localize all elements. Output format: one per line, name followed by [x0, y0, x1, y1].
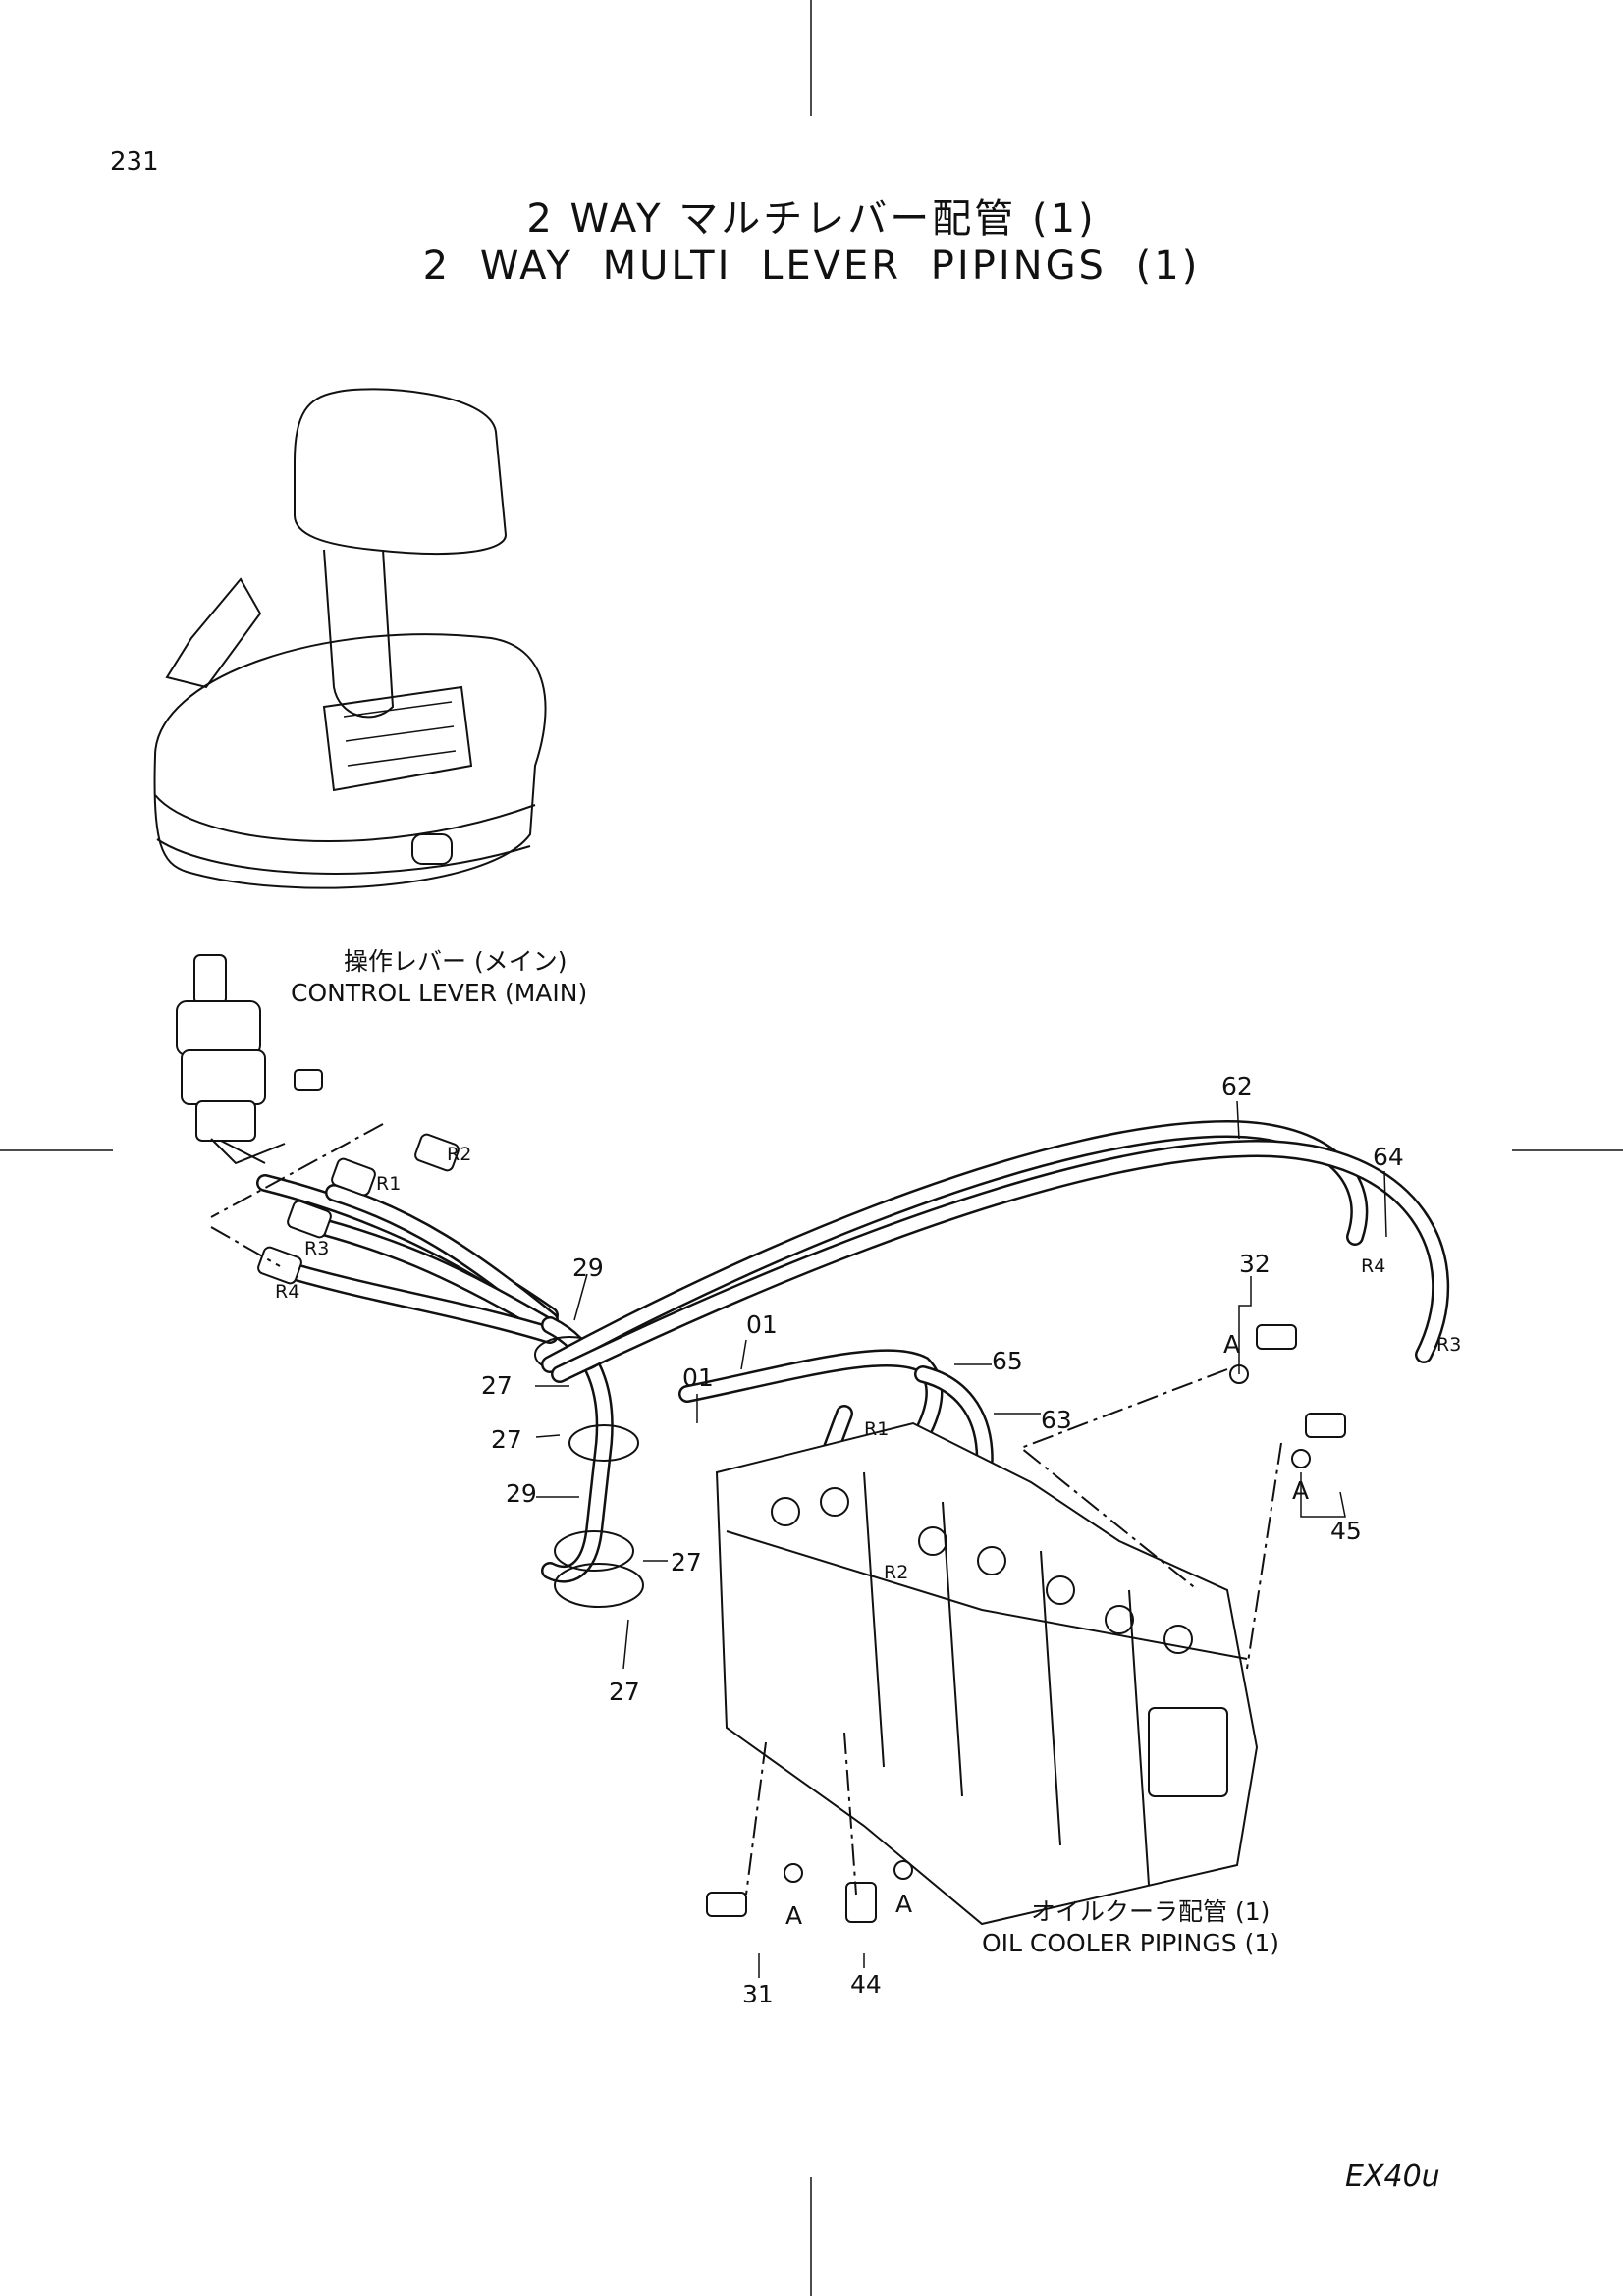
- control-lever-label-jp: 操作レバー (メイン): [344, 947, 567, 976]
- control-lever-label-en: CONTROL LEVER (MAIN): [291, 979, 587, 1007]
- oil-cooler-label-jp: オイルクーラ配管 (1): [1031, 1897, 1270, 1926]
- callout-32: 32: [1239, 1250, 1271, 1278]
- callout-31: 31: [742, 1980, 774, 2008]
- control-valve-block: [715, 1421, 1259, 1926]
- callout-27-a: 27: [481, 1371, 513, 1400]
- port-r4-hose: R4: [1361, 1255, 1385, 1277]
- callouts: 62 64 32 65 63 01 01 29 29 27 27 27 27 4…: [481, 1072, 1404, 2008]
- callout-27-b: 27: [491, 1425, 522, 1454]
- callout-45: 45: [1330, 1517, 1362, 1545]
- detail-a-32: A: [1223, 1330, 1240, 1359]
- reference-lines: [210, 1123, 1282, 1896]
- title-japanese: 2 WAY マルチレバー配管 (1): [526, 196, 1097, 241]
- control-lever-illustration: [176, 954, 323, 1165]
- callout-01-upper: 01: [746, 1310, 778, 1339]
- callout-27-d: 27: [609, 1678, 640, 1706]
- hose-bundle: [256, 1133, 644, 1608]
- callout-29-lower: 29: [506, 1479, 537, 1508]
- port-r1-valve: R1: [864, 1418, 889, 1440]
- callout-01-lower: 01: [682, 1363, 714, 1392]
- port-r2-valve: R2: [884, 1562, 908, 1583]
- model-code: EX40u: [1345, 2160, 1440, 2194]
- callout-65: 65: [992, 1347, 1023, 1375]
- callout-64: 64: [1373, 1143, 1404, 1171]
- port-labels: R2 R1 R3 R4 R4 R3 R1 R2 A A A A: [275, 1144, 1461, 1930]
- page-number: 231: [110, 147, 159, 177]
- callout-62: 62: [1221, 1072, 1253, 1100]
- callout-44: 44: [850, 1970, 882, 1999]
- detail-a-44: A: [895, 1890, 912, 1918]
- callout-27-c: 27: [671, 1548, 702, 1576]
- callout-29-upper: 29: [572, 1254, 604, 1282]
- oil-cooler-label-en: OIL COOLER PIPINGS (1): [982, 1929, 1279, 1957]
- title-english: 2 WAY MULTI LEVER PIPINGS (1): [422, 243, 1201, 289]
- excavator-overview-illustration: [153, 388, 547, 889]
- leader-lines: [535, 1100, 1387, 1978]
- callout-63: 63: [1041, 1406, 1072, 1434]
- port-r3-hose: R3: [1436, 1334, 1461, 1356]
- port-r3-lever: R3: [304, 1238, 329, 1259]
- detail-a-31: A: [785, 1901, 802, 1930]
- port-r4-lever: R4: [275, 1281, 299, 1303]
- port-r2-lever: R2: [447, 1144, 471, 1165]
- port-r1-lever: R1: [376, 1173, 401, 1195]
- detail-a-45: A: [1292, 1476, 1309, 1505]
